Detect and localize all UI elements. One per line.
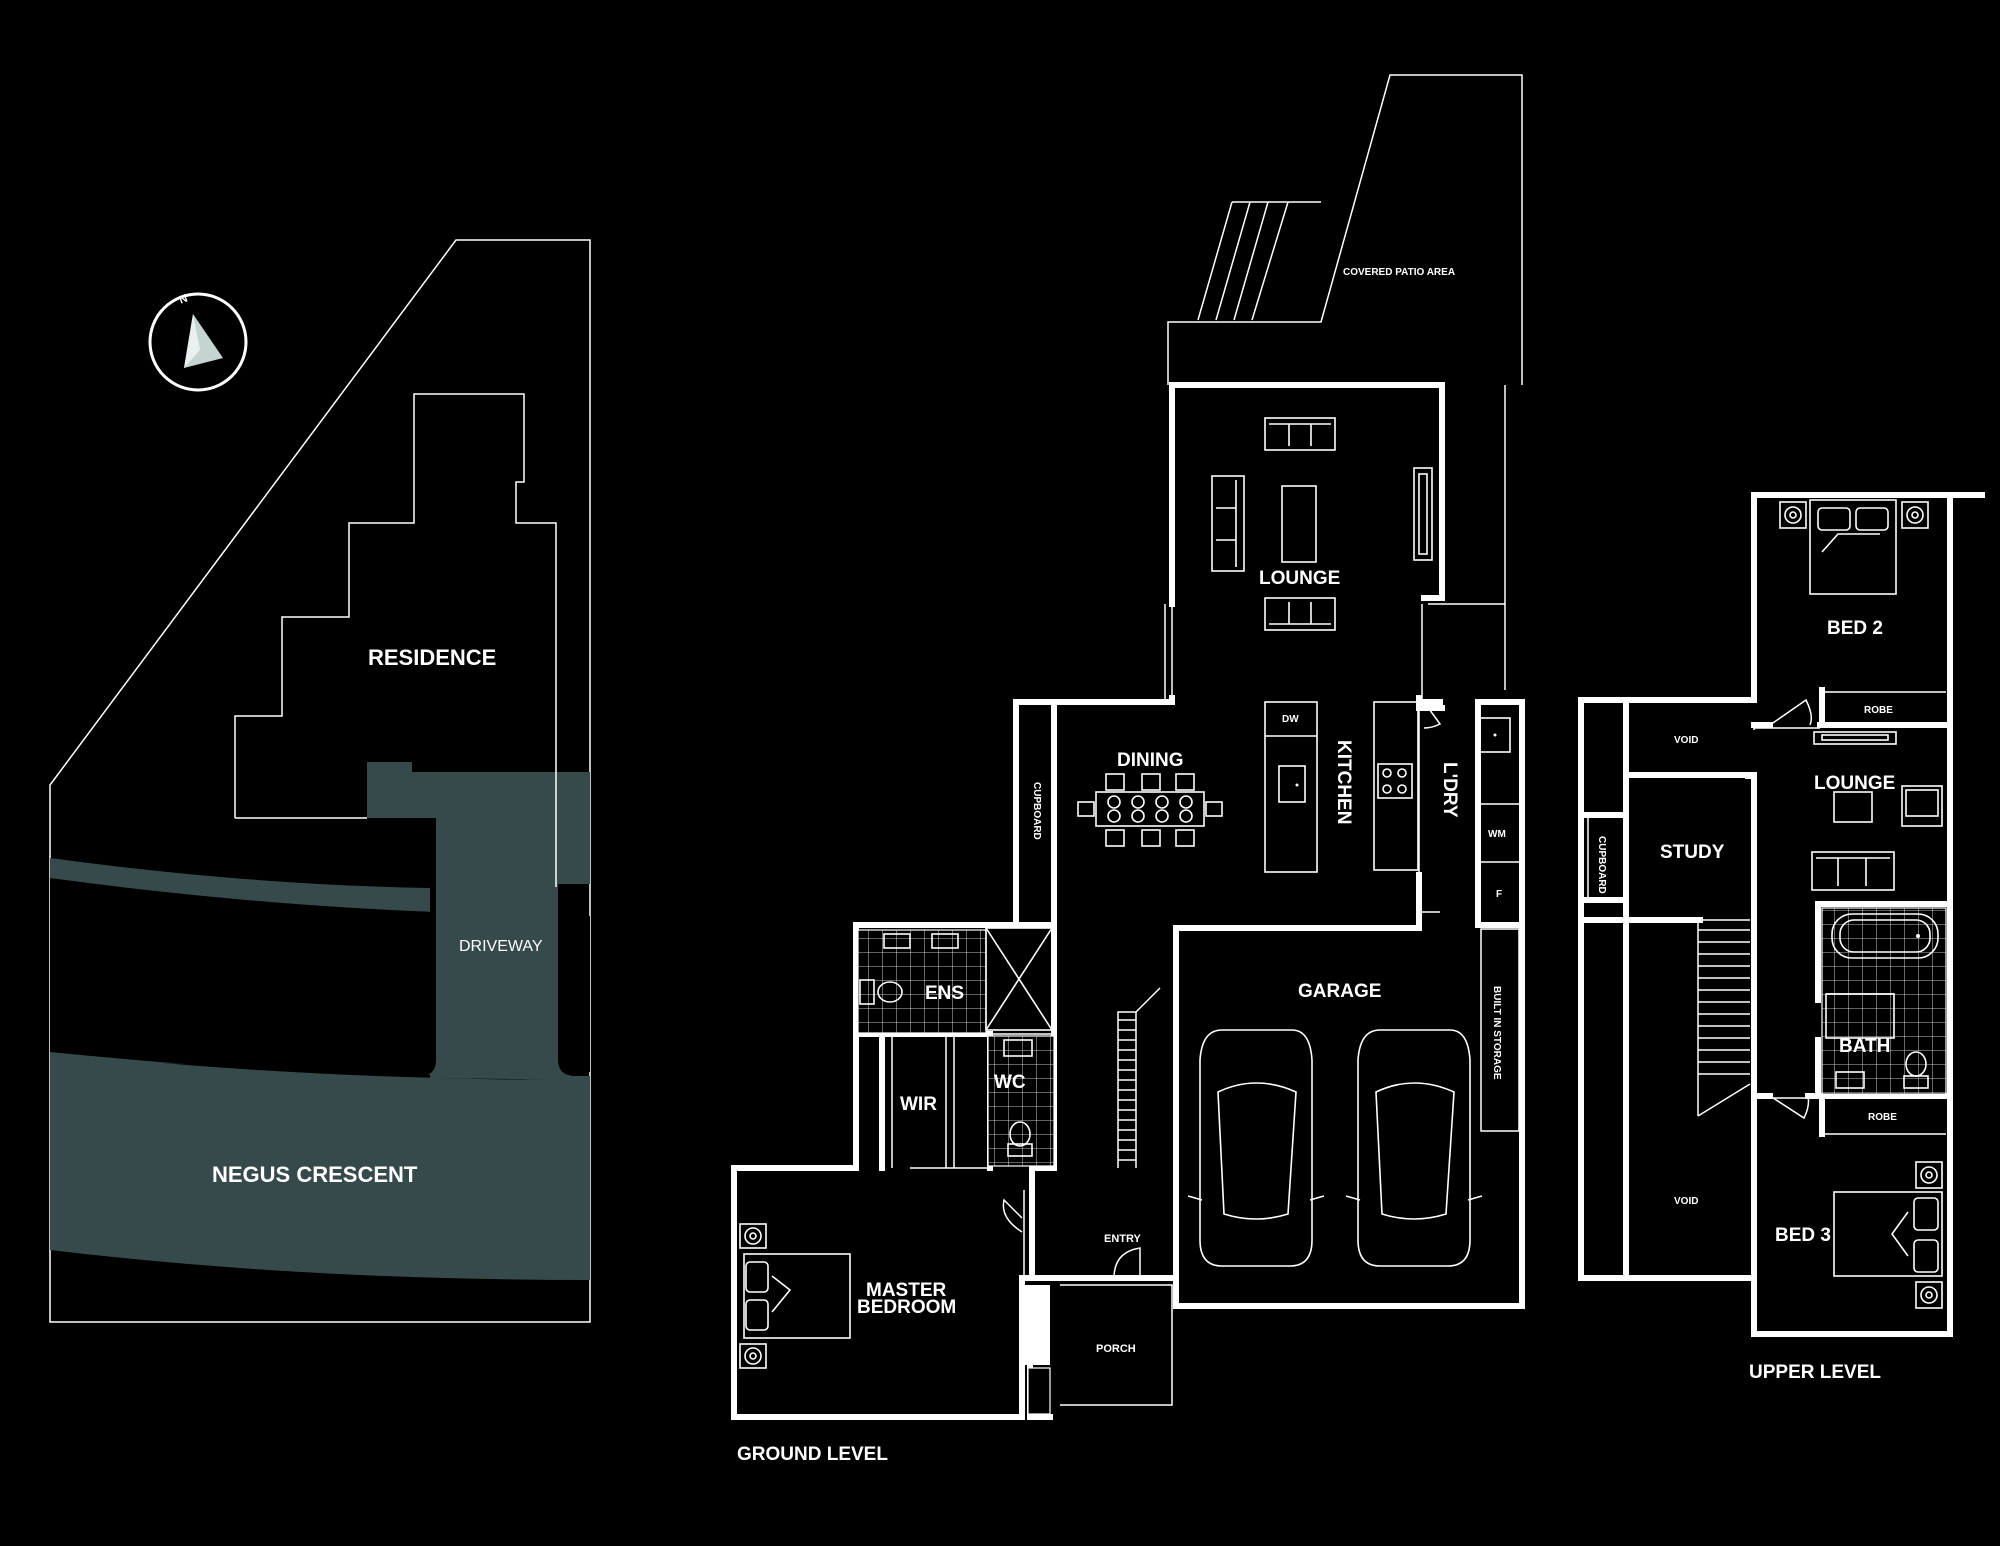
lounge-label: LOUNGE xyxy=(1259,568,1340,589)
robe-bottom-label: ROBE xyxy=(1868,1112,1897,1123)
robe-top-label: ROBE xyxy=(1864,705,1893,716)
laundry-label: L'DRY xyxy=(1439,762,1460,818)
north-arrow-icon: N xyxy=(148,292,248,392)
study-label: STUDY xyxy=(1660,842,1725,863)
site-plan: N RESIDENCE DRIVEWAY NEGUS CRESCENT xyxy=(49,239,591,1323)
master-bedroom-label-1: MASTER xyxy=(866,1280,947,1301)
porch xyxy=(1060,1284,1173,1406)
ground-level-plan: COVERED PATIO AREA LOUNGE DINING KITCHEN… xyxy=(731,74,1525,1465)
upper-level-label: UPPER LEVEL xyxy=(1749,1362,1881,1383)
street-label: NEGUS CRESCENT xyxy=(212,1162,418,1187)
bed3-label: BED 3 xyxy=(1775,1225,1831,1246)
dining-label: DINING xyxy=(1117,750,1184,771)
master-bedroom-label-2: BEDROOM xyxy=(857,1297,956,1318)
residence-footprint xyxy=(234,393,557,887)
bath-fixtures xyxy=(1821,907,1947,1095)
entry-label: ENTRY xyxy=(1104,1233,1142,1245)
dining-table xyxy=(1077,773,1223,847)
porch-label: PORCH xyxy=(1096,1343,1136,1355)
bed3-furniture xyxy=(1833,1161,1943,1309)
wir-label: WIR xyxy=(900,1094,937,1115)
street-road-lower xyxy=(50,1052,590,1280)
kitchen-island xyxy=(1264,701,1511,873)
garage-cars xyxy=(1187,1029,1483,1267)
upper-level-plan: BED 2 ROBE VOID LOUNGE CUPBOARD STUDY BA… xyxy=(1578,492,1985,1383)
bath-label: BATH xyxy=(1839,1036,1890,1057)
driveway xyxy=(367,762,590,1080)
residence-label: RESIDENCE xyxy=(368,645,496,670)
washing-machine-label: WM xyxy=(1488,829,1506,840)
ensuite-fixtures xyxy=(857,927,1055,1167)
bed2-label: BED 2 xyxy=(1827,618,1883,639)
upper-cupboard-label: CUPBOARD xyxy=(1596,836,1607,894)
upper-stairs xyxy=(1697,919,1751,1117)
cupboard-label: CUPBOARD xyxy=(1031,782,1042,840)
covered-patio-label: COVERED PATIO AREA xyxy=(1343,267,1455,278)
built-in-storage-label: BUILT IN STORAGE xyxy=(1491,986,1502,1080)
north-label: N xyxy=(178,293,190,307)
garage-label: GARAGE xyxy=(1298,981,1381,1002)
fridge-label: F xyxy=(1496,889,1502,900)
kitchen-label: KITCHEN xyxy=(1333,740,1354,824)
ensuite-label: ENS xyxy=(925,983,964,1004)
bed2-furniture xyxy=(1779,499,1929,595)
driveway-label: DRIVEWAY xyxy=(459,938,543,955)
ground-level-label: GROUND LEVEL xyxy=(737,1444,888,1465)
upper-lounge-label: LOUNGE xyxy=(1814,773,1895,794)
ground-walls xyxy=(1169,382,1445,601)
wc-label: WC xyxy=(994,1072,1026,1093)
covered-patio xyxy=(1167,74,1523,385)
upper-lounge-furniture xyxy=(1811,731,1943,891)
stairs xyxy=(1117,987,1161,1168)
void-top-label: VOID xyxy=(1674,735,1698,746)
master-bed xyxy=(739,1223,851,1369)
dishwasher-label: DW xyxy=(1282,714,1299,725)
upper-walls xyxy=(1751,492,1951,703)
lounge-furniture xyxy=(1211,417,1433,631)
void-bottom-label: VOID xyxy=(1674,1196,1698,1207)
